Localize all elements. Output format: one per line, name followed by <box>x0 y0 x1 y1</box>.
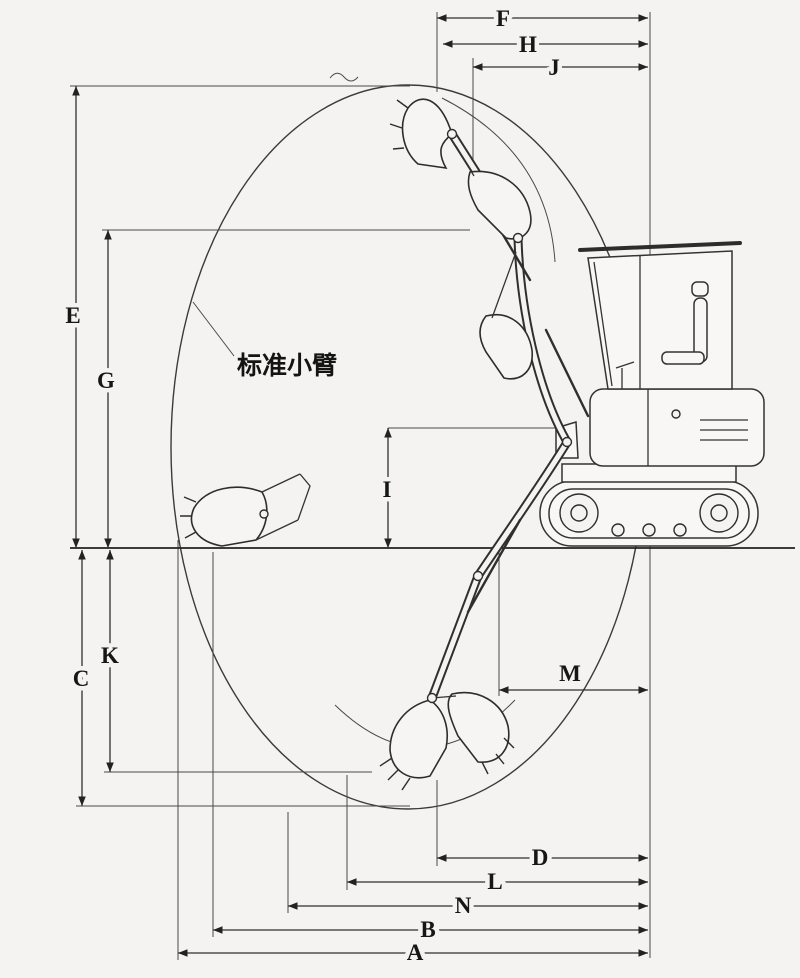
bucket-max-depth <box>389 699 448 779</box>
dim-label-i: I <box>383 477 392 502</box>
dim-label-g: G <box>97 368 115 393</box>
dim-label-b: B <box>420 917 435 942</box>
dim-label-a: A <box>407 940 424 965</box>
engine-hood <box>589 388 765 467</box>
dim-label-c: C <box>73 666 90 691</box>
dim-label-l: L <box>487 869 502 894</box>
dim-label-m: M <box>559 661 581 686</box>
extension-lines <box>70 12 651 960</box>
dim-label-f: F <box>496 6 510 31</box>
dim-label-e: E <box>65 303 80 328</box>
annotation-leader-line <box>192 301 235 357</box>
bucket-max-reach <box>190 486 268 547</box>
dim-label-k: K <box>101 643 119 668</box>
boom-arm-positions <box>180 98 590 791</box>
annotation-standard-arm: 标准小臂 <box>237 351 337 380</box>
dim-label-j: J <box>548 55 560 80</box>
excavator-drawing <box>539 241 765 547</box>
dim-label-d: D <box>532 845 549 870</box>
bucket-max-height <box>401 98 453 170</box>
dimension-lines <box>72 14 648 957</box>
dimension-labels: F H J E G I C K M D L N B A 标准小臂 <box>61 2 586 970</box>
dim-label-h: H <box>519 32 537 57</box>
dim-label-n: N <box>455 893 472 918</box>
